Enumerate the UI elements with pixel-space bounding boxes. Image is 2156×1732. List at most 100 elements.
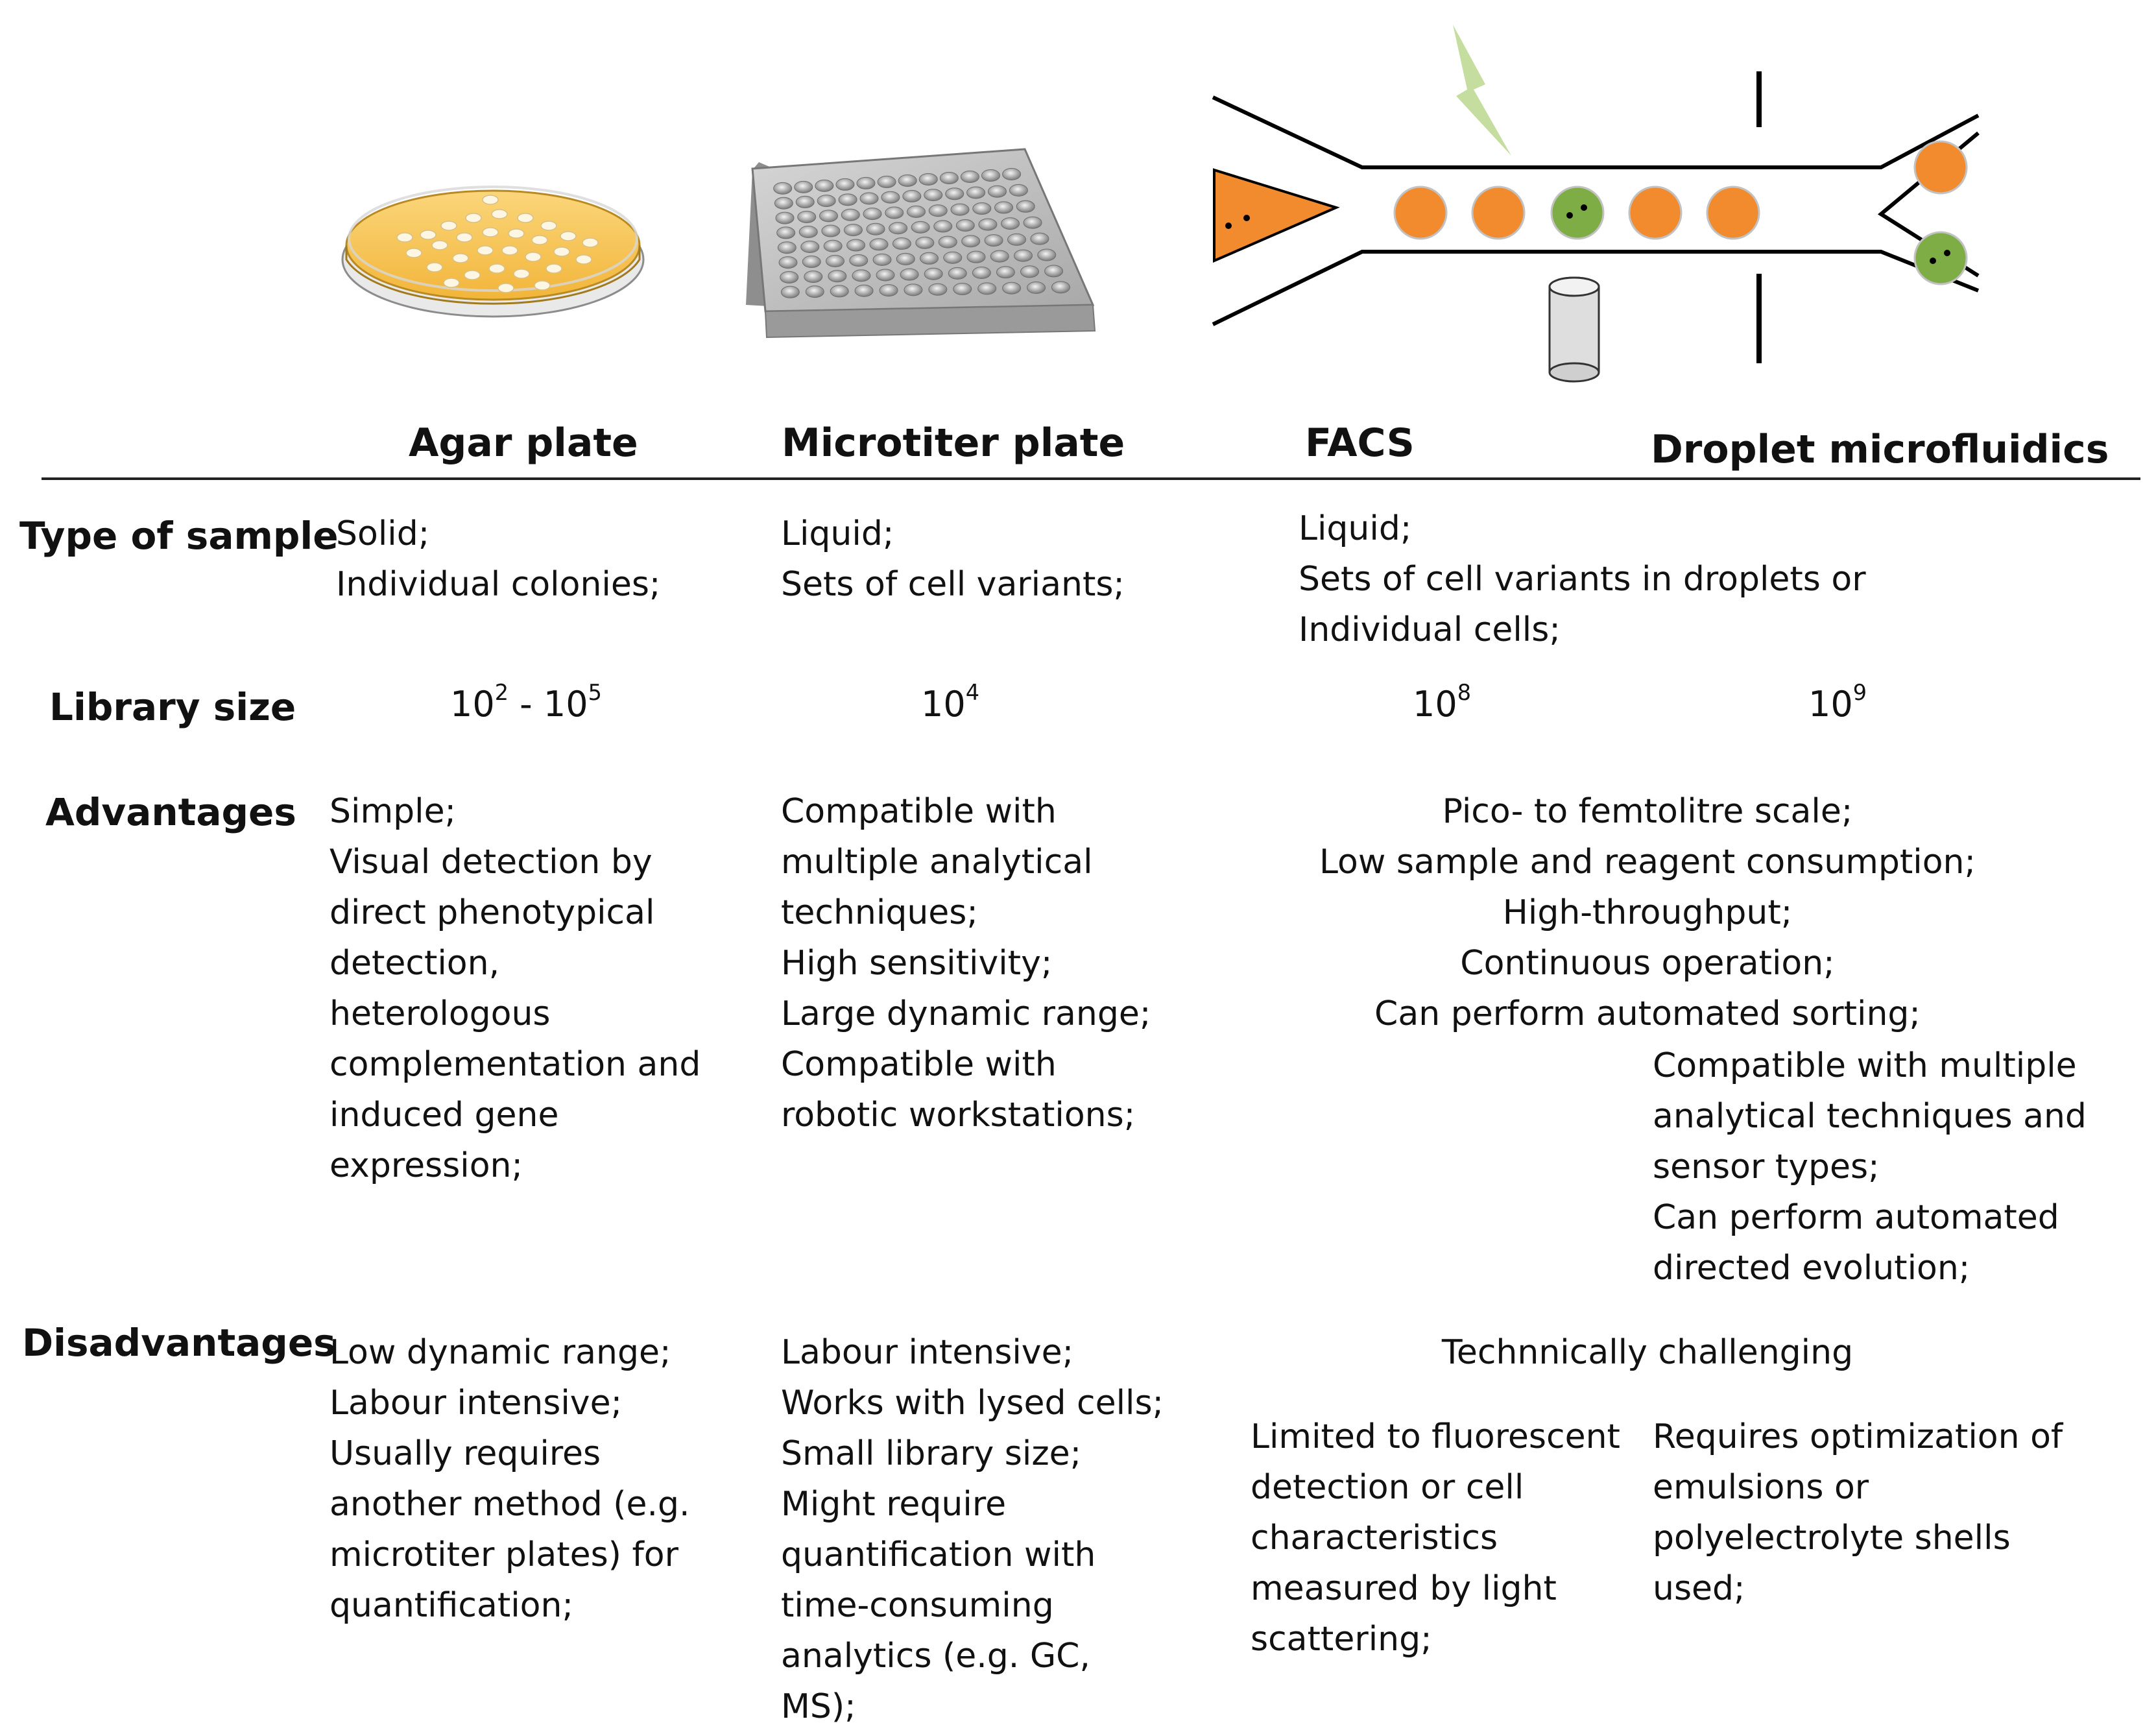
well-icon [830,285,849,298]
well-icon [852,269,871,282]
column-header-facs: FACS [1305,420,1415,466]
well-icon [1002,167,1022,180]
text-line: MS); [781,1687,856,1726]
text-line: techniques; [781,893,978,932]
well-icon [972,202,992,215]
text-line: Labour intensive; [781,1333,1074,1372]
well-icon [828,270,847,283]
well-icon [773,182,793,195]
well-icon [990,250,1009,263]
header-divider [42,477,2140,480]
column-header-microtiter-plate: Microtiter plate [782,420,1125,466]
text-line: emulsions or [1653,1468,1869,1507]
well-icon [924,267,943,280]
well-icon [835,178,855,191]
text-line: Compatible with [781,792,1057,831]
well-icon [911,221,930,234]
text-line: Usually requires [329,1434,601,1473]
well-icon [889,222,908,235]
well-icon [994,201,1013,214]
text-line: High sensitivity; [781,944,1053,983]
well-icon [904,283,923,296]
well-icon [777,241,797,254]
well-icon [977,282,997,295]
well-icon [961,235,981,248]
disadvantages-shared: Technnically challenging [1441,1333,1854,1372]
well-icon [996,266,1015,279]
empty-droplet-icon [1706,186,1760,240]
well-icon [900,268,919,281]
well-icon [817,195,836,208]
row-label-disadvantages: Disadvantages [22,1321,336,1365]
well-icon [805,285,824,298]
cell-droplet-icon [1913,231,1968,285]
well-icon [1027,282,1046,295]
well-icon [953,283,972,296]
petri-dish-icon [341,186,645,318]
library-exponent: 2 [494,679,509,705]
well-icon [902,189,922,202]
well-icon [1002,282,1022,295]
text-line: polyelectrolyte shells [1653,1519,2011,1558]
disadvantages-microtiter: Labour intensive; Works with lysed cells… [781,1327,1164,1732]
text-line: Liquid; [1299,509,1412,548]
well-icon [826,254,844,267]
text-line: multiple analytical [781,843,1093,882]
well-icon [775,211,795,224]
library-exponent: 9 [1852,679,1867,705]
well-icon [1037,248,1057,261]
cell-dot-icon [1566,212,1573,219]
text-line: time-consuming [781,1586,1054,1625]
well-icon [854,284,874,297]
well-icon [1051,281,1070,294]
text-line: Liquid; [781,514,894,553]
library-size-agar: 102 - 105 [450,680,602,725]
well-icon [881,191,900,204]
well-icon [938,235,957,248]
well-icon [966,250,986,263]
well-icon [978,218,998,231]
row-label-library-size: Library size [49,685,296,729]
well-icon [838,193,857,206]
well-icon [939,171,959,184]
well-icon [984,234,1003,247]
text-line: quantification; [329,1586,573,1625]
well-icon [872,253,892,266]
text-line: Small library size; [781,1434,1082,1473]
text-line: Low sample and reagent consumption; [1319,843,1976,882]
well-icon [794,180,813,193]
well-icon [819,210,838,223]
text-line: Sets of cell variants in droplets or [1299,560,1866,599]
text-line: sensor types; [1653,1148,1880,1186]
library-base: 10 [921,684,966,725]
text-line: another method (e.g. [329,1485,690,1524]
well-icon [945,187,964,200]
text-line: Might require [781,1485,1007,1524]
well-icon [815,179,834,192]
empty-droplet-icon [1471,186,1526,240]
text-line: Limited to fluorescent [1251,1417,1620,1456]
text-line: Can perform automated [1653,1198,2059,1237]
text-line: High-throughput; [1502,893,1793,932]
text-line: measured by light [1251,1569,1557,1608]
cell-droplet-icon [1550,186,1605,240]
well-icon [948,267,967,280]
text-line: Large dynamic range; [781,994,1151,1033]
type-of-sample-microtiter: Liquid; Sets of cell variants; [781,509,1125,610]
well-icon [924,189,943,202]
text-line: Sets of cell variants; [781,565,1125,604]
advantages-agar: Simple; Visual detection by direct pheno… [329,786,701,1191]
cell-dot-icon [1930,258,1936,264]
text-line: Labour intensive; [329,1384,623,1423]
well-icon [898,174,917,187]
well-icon [1016,200,1035,213]
well-icon [849,254,868,267]
well-icon [780,271,799,283]
text-line: Individual colonies; [336,565,661,604]
well-icon [856,176,876,189]
empty-droplet-icon [1913,140,1968,195]
well-icon [972,267,991,280]
column-header-droplet-microfluidics: Droplet microfluidics [1651,427,2109,472]
text-line: detection, [329,944,500,983]
well-icon [920,252,939,265]
